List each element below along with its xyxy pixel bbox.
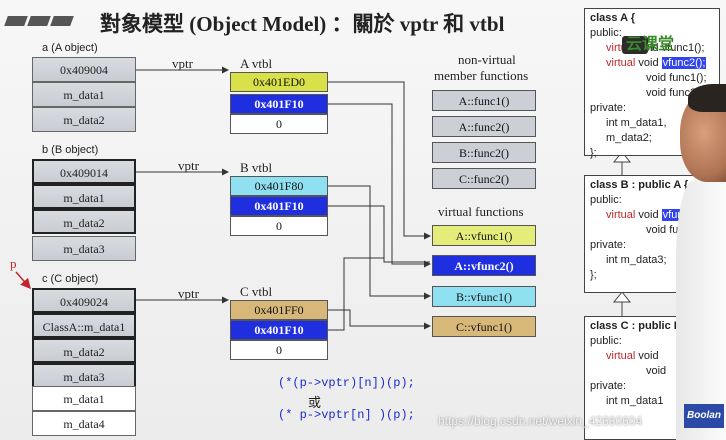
object-c-data-cell: m_data3 xyxy=(32,363,136,388)
class-b-public: public: xyxy=(590,194,622,206)
class-a-end: }; xyxy=(590,147,597,159)
watermark-url: https://blog.csdn.net/weixin_42660604 xyxy=(438,414,643,428)
object-a-label: a (A object) xyxy=(42,42,98,54)
vtbl-c-slot-1: 0x401F10 xyxy=(230,320,328,340)
object-b-label: b (B object) xyxy=(42,144,99,156)
object-a-data-cell: m_data1 xyxy=(32,82,136,107)
class-c-private: private: xyxy=(590,380,627,392)
object-b-vptr-cell: 0x409014 xyxy=(32,159,136,184)
code-or-label: 或 xyxy=(308,395,322,410)
nonvirtual-fn: A::func2() xyxy=(432,116,536,137)
object-c-data-cell: m_data4 xyxy=(32,411,136,436)
object-b-data-cell: m_data2 xyxy=(32,209,136,234)
code-line-1: (*(p->vptr)[n])(p); xyxy=(278,376,415,390)
brand-logo: 云课堂 xyxy=(626,36,675,53)
virtual-heading: virtual functions xyxy=(438,204,524,219)
vtbl-b-slot-0: 0x401F80 xyxy=(230,176,328,196)
vtbl-a-label: A vtbl xyxy=(240,56,273,71)
presenter-body xyxy=(676,180,726,440)
class-c-header: class C : public B xyxy=(590,320,682,332)
object-c-data-cell: m_data1 xyxy=(32,386,136,411)
class-b-header: class B : public A { xyxy=(590,179,689,191)
class-b-end: }; xyxy=(590,269,597,281)
nonvirtual-fn: A::func1() xyxy=(432,90,536,111)
class-c-line: int m_data1 xyxy=(606,395,664,407)
object-c-label: c (C object) xyxy=(42,273,99,285)
class-a-private: private: xyxy=(590,102,627,114)
nonvirtual-fn: C::func2() xyxy=(432,168,536,189)
vtbl-c-slot-0: 0x401FF0 xyxy=(230,300,328,320)
class-a-header: class A { xyxy=(590,12,636,24)
vptr-label-c: vptr xyxy=(178,286,199,301)
boolan-badge: Boolan xyxy=(684,404,724,428)
code-line-2: (* p->vptr[n] )(p); xyxy=(278,408,415,422)
vtbl-a-slot-0: 0x401ED0 xyxy=(230,72,328,92)
presenter-hair xyxy=(688,84,726,112)
class-c-public: public: xyxy=(590,335,622,347)
vtbl-a-slot-2: 0 xyxy=(230,114,328,134)
class-c-line: void xyxy=(646,365,667,377)
object-c-data-cell: ClassA::m_data1 xyxy=(32,313,136,338)
video-logo-badge xyxy=(622,36,648,54)
object-a-data-cell: m_data2 xyxy=(32,107,136,132)
class-a-public: public: xyxy=(590,27,622,39)
virtual-fn-b-vfunc1: B::vfunc1() xyxy=(432,286,536,307)
object-b-data-cell: m_data3 xyxy=(32,236,136,261)
virtual-fn-a-vfunc1: A::vfunc1() xyxy=(432,225,536,246)
class-a-line: virtual void vfunc2(); xyxy=(606,57,707,69)
vtbl-b-label: B vtbl xyxy=(240,160,273,175)
class-b-line: int m_data3; xyxy=(606,254,667,266)
vptr-label-b: vptr xyxy=(178,158,199,173)
vtbl-b-slot-2: 0 xyxy=(230,216,328,236)
nonvirtual-fn: B::func2() xyxy=(432,142,536,163)
class-b-private: private: xyxy=(590,239,627,251)
vptr-label-a: vptr xyxy=(172,56,193,71)
object-c-vptr-cell: 0x409024 xyxy=(32,288,136,313)
vtbl-c-label: C vtbl xyxy=(240,284,273,299)
class-a-line: void func1(); xyxy=(646,72,707,84)
object-b-data-cell: m_data1 xyxy=(32,184,136,209)
object-c-data-cell: m_data2 xyxy=(32,338,136,363)
non-virtual-heading: non-virtual xyxy=(458,52,516,67)
class-a-line: int m_data1, m_data2; xyxy=(606,117,667,144)
vtbl-c-slot-2: 0 xyxy=(230,340,328,360)
object-a-vptr-cell: 0x409004 xyxy=(32,57,136,82)
slide-title: 對象模型 (Object Model) ：關於 vptr 和 vtbl xyxy=(100,12,505,36)
vtbl-b-slot-1: 0x401F10 xyxy=(230,196,328,216)
vtbl-a-slot-1: 0x401F10 xyxy=(230,94,328,114)
class-c-line: virtual void xyxy=(606,350,659,362)
class-a-box: class A { public: virtual void vfunc1();… xyxy=(584,8,720,159)
virtual-fn-c-vfunc1: C::vfunc1() xyxy=(432,316,536,337)
pointer-p-label: p xyxy=(10,256,17,271)
non-virtual-heading-2: member functions xyxy=(434,68,529,83)
virtual-fn-a-vfunc2: A::vfunc2() xyxy=(432,255,536,276)
